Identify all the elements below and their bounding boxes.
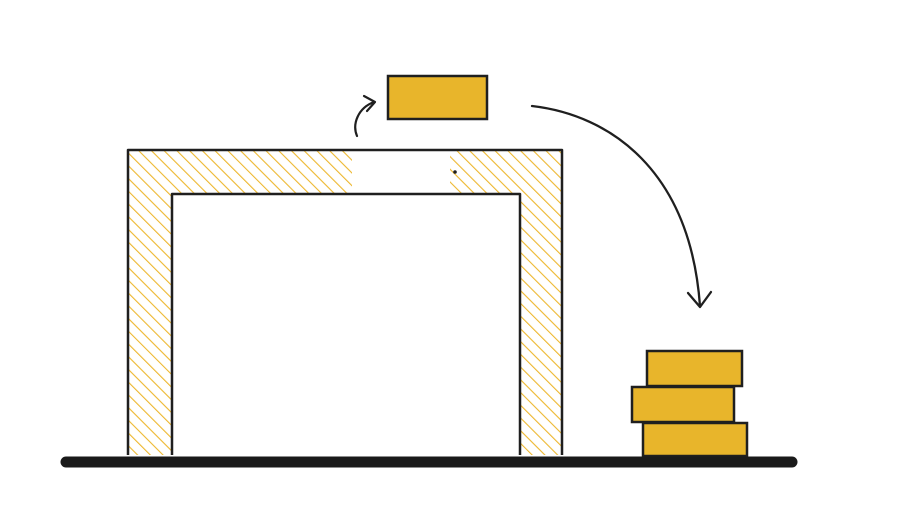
arch-mark — [453, 170, 457, 174]
lift-arrow — [354, 100, 376, 138]
brick-stack — [630, 349, 749, 458]
move-arrow — [530, 104, 702, 308]
lifted-brick — [386, 74, 489, 121]
move-arrow-head — [686, 290, 713, 309]
stack-brick-bottom — [641, 421, 749, 458]
arch-hatch — [128, 150, 562, 455]
stack-brick-top — [645, 349, 744, 388]
lift-arrow-head — [362, 94, 377, 113]
arch-outline — [126, 148, 564, 455]
stack-brick-middle — [630, 385, 736, 424]
